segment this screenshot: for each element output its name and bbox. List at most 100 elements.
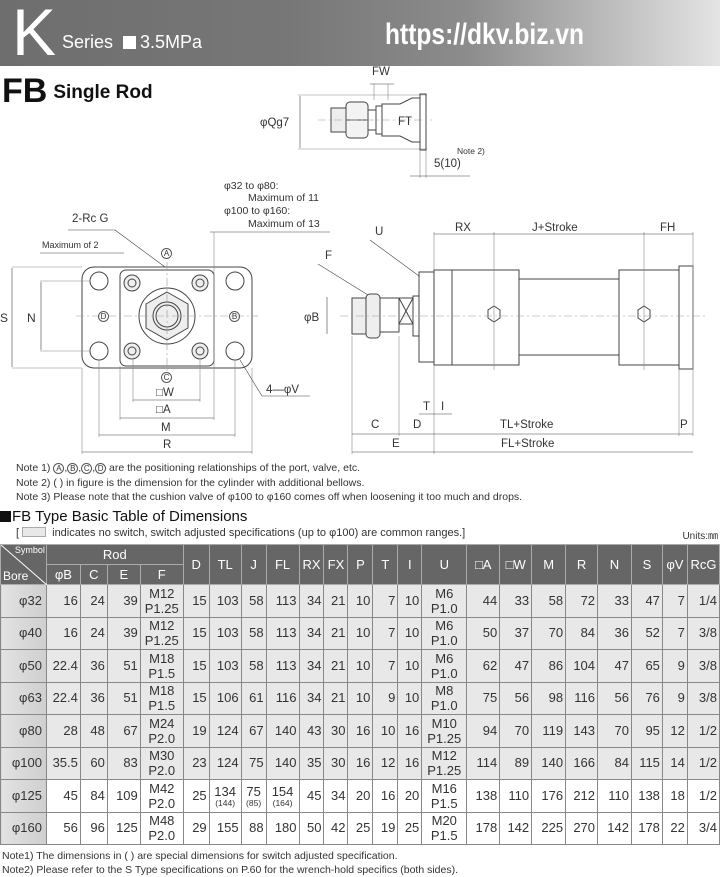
- cell-fx: 30: [323, 746, 349, 780]
- cell-r: 166: [565, 746, 599, 780]
- port-a-marker: A: [161, 248, 172, 259]
- label-phi100-160: φ100 to φ160:: [224, 205, 291, 217]
- cell-d: 15: [182, 616, 210, 650]
- cell-fx: 21: [323, 584, 349, 618]
- label-sq-a: □A: [156, 404, 171, 416]
- title-sub: Single Rod: [53, 82, 153, 103]
- footnote-2: Note2) Please refer to the S Type specif…: [2, 864, 459, 876]
- cell-phib: 28: [45, 714, 81, 748]
- port-c-marker: C: [161, 372, 172, 383]
- cell-line: M6: [435, 585, 454, 601]
- cell-phib: 16: [45, 584, 81, 618]
- cell-n: 36: [597, 616, 632, 650]
- cell-line: M12: [149, 585, 175, 601]
- port-b-marker: B: [229, 311, 240, 322]
- cell-tl: 155: [208, 811, 242, 845]
- label-j-stroke: J+Stroke: [532, 222, 578, 234]
- label-4-phi-v: 4—φV: [266, 384, 300, 396]
- label-ft: FT: [398, 116, 413, 128]
- cell-line: P1.0: [430, 600, 458, 616]
- cell-j: 58: [240, 649, 267, 683]
- cell-line: P1.25: [144, 600, 179, 616]
- header-col: D: [182, 544, 210, 585]
- cell-s: 65: [630, 649, 663, 683]
- cell-s: 47: [630, 584, 663, 618]
- cell-bore: φ125: [0, 779, 47, 813]
- cell-v: 9: [661, 649, 688, 683]
- header-col: TL: [208, 544, 242, 585]
- title-main: FB: [2, 72, 48, 110]
- cell-t: 7: [372, 649, 399, 683]
- cell-w: 142: [499, 811, 533, 845]
- cell-tl: 124: [208, 746, 242, 780]
- cell-a: 44: [466, 584, 501, 618]
- label-f: F: [325, 250, 333, 262]
- note-circle-b: B: [67, 463, 79, 474]
- cell-v: 22: [661, 811, 688, 845]
- cell-t: 19: [372, 811, 399, 845]
- cell-phib: 22.4: [45, 681, 81, 715]
- cell-m: 140: [531, 746, 567, 780]
- header-col: N: [597, 544, 632, 585]
- website-url[interactable]: https://dkv.biz.vn: [385, 18, 585, 51]
- cell-phib: 22.4: [45, 649, 81, 683]
- cell-a: 178: [466, 811, 501, 845]
- cell-bore: φ100: [0, 746, 47, 780]
- cell-v: 12: [661, 714, 688, 748]
- cell-fl: 140: [265, 746, 300, 780]
- cell-line: P1.25: [427, 763, 462, 779]
- cell-line: M18: [149, 650, 175, 666]
- cell-e: 125: [106, 811, 141, 845]
- cell-line: M20: [431, 813, 457, 829]
- note-prefix: Note 1): [16, 462, 51, 474]
- cell-rx: 34: [298, 584, 325, 618]
- footnote-1: Note1) The dimensions in ( ) are special…: [2, 850, 398, 862]
- cell-alt-value: (85): [246, 797, 262, 808]
- cell-fl: 113: [265, 649, 300, 683]
- cell-line: M6: [435, 650, 454, 666]
- cell-fx: 42: [323, 811, 349, 845]
- pressure-rating: 3.5MPa: [140, 32, 203, 52]
- header-rod-col: E: [106, 564, 141, 585]
- front-view-drawing: [11, 229, 330, 454]
- cell-c: 96: [79, 811, 108, 845]
- cell-fl: 113: [265, 584, 300, 618]
- cell-v: 7: [661, 584, 688, 618]
- legend-bracket: [: [16, 527, 20, 539]
- cell-alt-value: (144): [215, 797, 236, 808]
- cell-fx: 21: [323, 681, 349, 715]
- cell-a: 94: [466, 714, 501, 748]
- header-col: M: [531, 544, 567, 585]
- header-col: □W: [499, 544, 533, 585]
- cell-a: 138: [466, 779, 501, 813]
- header-rod-col: C: [79, 564, 108, 585]
- note-prefix: Note 2): [16, 476, 51, 489]
- cell-e: 83: [106, 746, 141, 780]
- header-col: I: [397, 544, 423, 585]
- cell-i: 10: [397, 681, 423, 715]
- header-col: T: [372, 544, 399, 585]
- cell-line: M10: [431, 715, 457, 731]
- cell-j: 58: [240, 616, 267, 650]
- cell-alt-value: (164): [272, 797, 293, 808]
- label-e: E: [392, 438, 400, 450]
- cell-line: M24: [149, 715, 175, 731]
- label-rx: RX: [455, 222, 471, 234]
- header-col: R: [565, 544, 599, 585]
- header-rod-col: F: [139, 564, 184, 585]
- cell-p: 10: [347, 616, 374, 650]
- label-phi32-80: φ32 to φ80:: [224, 180, 279, 192]
- cell-s: 52: [630, 616, 663, 650]
- cell-rcg: 1/2: [686, 714, 720, 748]
- cell-e: 51: [106, 649, 141, 683]
